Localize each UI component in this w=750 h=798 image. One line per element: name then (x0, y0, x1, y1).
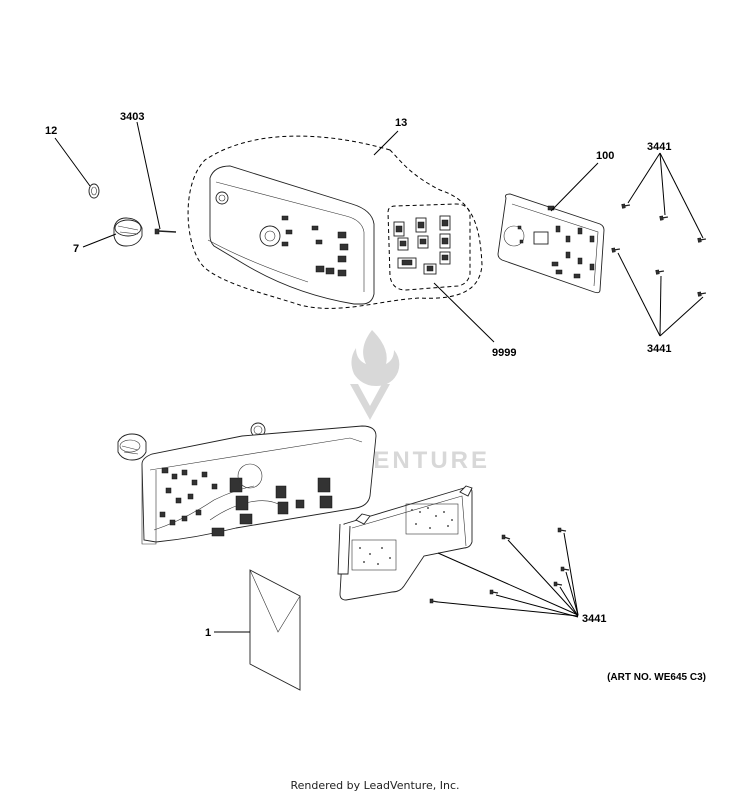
control-panel-front[interactable] (207, 165, 375, 305)
callout-3441-top: 3441 (647, 141, 671, 153)
part-100-pcb[interactable] (497, 193, 605, 294)
leader-3441-top-a (627, 152, 661, 204)
leader-3403 (136, 121, 161, 230)
callout-3403: 3403 (120, 111, 144, 123)
leader-3441-top-c (659, 152, 704, 239)
leader-9999 (433, 282, 495, 343)
leader-12 (54, 137, 91, 187)
leader-3441-bottom-d (507, 539, 579, 617)
screws-3441-top[interactable] (621, 203, 707, 243)
leader-3441-bottom-e (563, 532, 579, 616)
leader-3441-bottom-a (437, 552, 579, 616)
leader-3441-bottom-b (437, 601, 579, 617)
lower-pcb-bracket[interactable] (337, 485, 473, 601)
leader-7 (82, 233, 117, 248)
leader-3441-top-b (659, 152, 666, 216)
screws-3441-bottom[interactable] (429, 527, 570, 604)
part-9999-buttons[interactable] (387, 203, 471, 291)
callout-3441-right: 3441 (647, 343, 671, 355)
callout-12: 12 (45, 125, 57, 137)
callout-1: 1 (205, 627, 211, 639)
render-credit: Rendered by LeadVenture, Inc. (290, 779, 460, 792)
leader-3441-bottom-f (565, 571, 579, 616)
leader-100 (550, 162, 599, 212)
leader-3441-bottom-c (495, 594, 579, 618)
art-number: (ART NO. WE645 C3) (607, 672, 706, 683)
console-assembly[interactable] (117, 422, 377, 545)
leader-3441-bottom-g (559, 586, 579, 617)
group-13-outline (187, 135, 483, 309)
screws-3441-right[interactable] (611, 247, 707, 297)
part-3403-screw[interactable] (154, 228, 177, 235)
part-7-knob[interactable] (113, 217, 143, 247)
part-1-manual[interactable] (249, 569, 301, 691)
callout-13: 13 (395, 117, 407, 129)
callout-7: 7 (73, 243, 79, 255)
leader-3441-right-a (617, 252, 661, 337)
leader-13 (373, 130, 399, 156)
leader-3441-right-b (659, 275, 662, 337)
part-12-ring[interactable] (88, 183, 100, 199)
leader-3441-right-c (659, 296, 704, 337)
callout-9999: 9999 (492, 347, 516, 359)
callout-100: 100 (596, 150, 614, 162)
callout-3441-bottom: 3441 (582, 613, 606, 625)
